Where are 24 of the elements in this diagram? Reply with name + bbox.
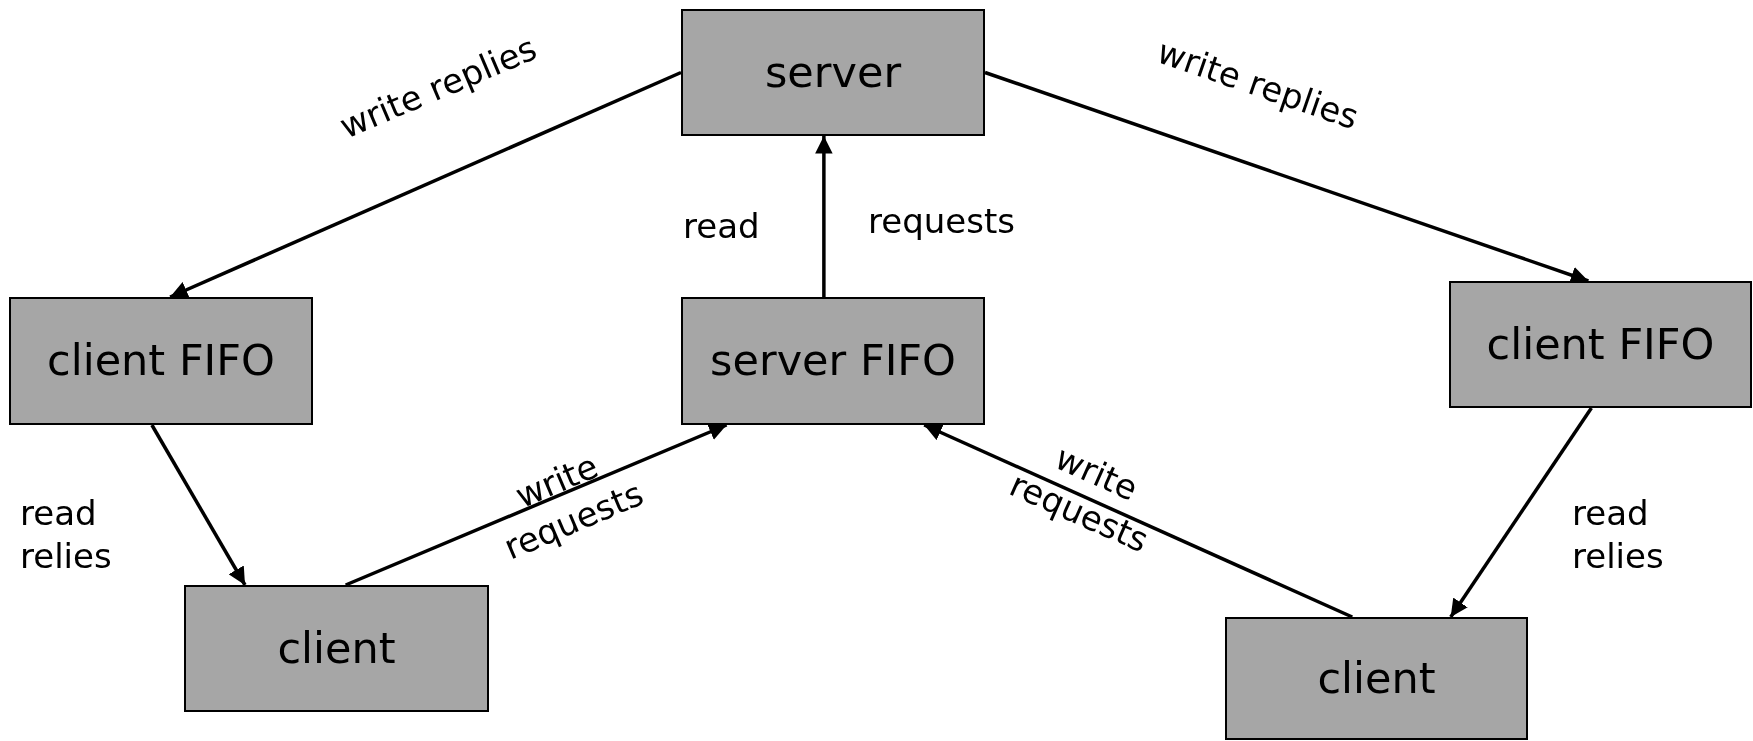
arrow [923,423,1353,619]
arrow [344,423,728,587]
process-box [184,585,489,712]
process-box [9,297,313,425]
text-label: read relies [1572,492,1665,577]
arrow [1449,407,1593,618]
node-label: client FIFO [47,334,275,388]
edge-label: write replies [1151,30,1365,140]
node-label: client FIFO [1486,317,1715,371]
arrow [150,424,247,586]
arrow [169,70,682,299]
process-box [1449,281,1752,408]
node-label: server FIFO [710,334,956,388]
process-box [681,297,985,425]
node-label: server [764,45,902,99]
node-label: client [277,621,396,675]
node-label: client [1317,651,1436,705]
process-box [681,9,985,136]
arrow [984,70,1589,284]
arrow [815,136,833,297]
text-label: read [683,205,761,248]
process-box [1225,617,1528,740]
text-label: read relies [20,492,113,577]
text-label: requests [868,200,1016,243]
